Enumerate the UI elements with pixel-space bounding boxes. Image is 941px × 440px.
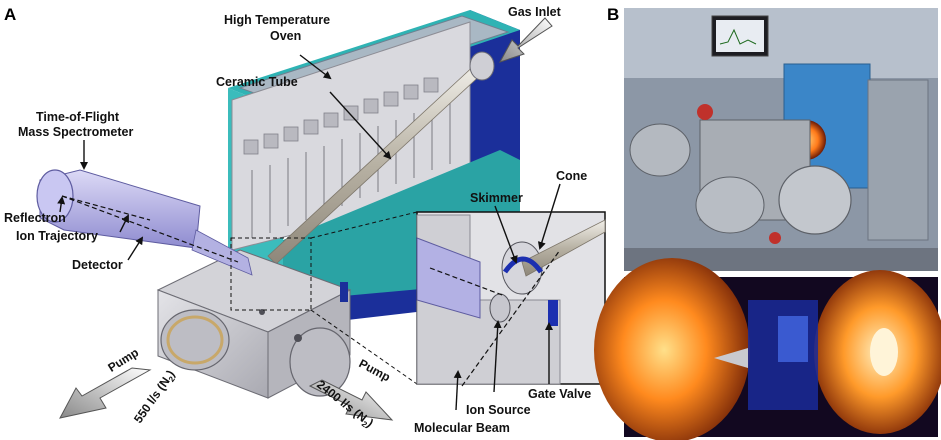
inset-ion-line — [429, 267, 506, 297]
vacuum-chamber — [156, 249, 352, 399]
photo-lab-wall — [624, 8, 938, 78]
inset-detail — [416, 211, 606, 387]
label-pump-right-word: Pump — [357, 356, 393, 384]
heater-blocks — [243, 77, 439, 155]
photo-red-valve — [769, 232, 781, 244]
ion-trajectory-line — [61, 195, 239, 263]
label-ion-trajectory: Ion Trajectory — [16, 229, 98, 243]
photo-center-box — [778, 316, 808, 362]
label-leader-arrows — [57, 54, 561, 411]
label-tof-line2: Mass Spectrometer — [18, 125, 133, 139]
chamber-blue-flange — [340, 282, 348, 302]
photo-glow-left — [594, 258, 750, 440]
label-pump-right-close: ) — [364, 417, 376, 430]
tof-end-cap — [36, 169, 74, 223]
chamber-bolt-hole — [294, 334, 302, 342]
label-ceramic-tube: Ceramic Tube — [216, 75, 298, 89]
label-pump-left-sub: 2 — [167, 374, 177, 383]
photo-pump-cylinder — [695, 176, 765, 234]
gas-inlet-arrow — [498, 17, 553, 63]
label-molecular-beam: Molecular Beam — [414, 421, 510, 435]
photo-right-aperture — [870, 328, 898, 376]
label-cone: Cone — [556, 169, 587, 183]
label-pump-left-close: ) — [164, 368, 178, 379]
chamber-port-left-ring — [166, 315, 224, 365]
inset-ion-source — [489, 293, 511, 323]
label-skimmer: Skimmer — [470, 191, 523, 205]
photo-floor — [624, 248, 938, 271]
label-gas-inlet: Gas Inlet — [508, 5, 562, 19]
photo-monitor-trace — [719, 28, 757, 45]
zoom-leader-bottom — [310, 309, 418, 385]
photo-large-flange — [778, 165, 852, 235]
panel-label-a: A — [4, 5, 16, 24]
ion-trajectory-line — [61, 195, 151, 221]
photo-cone-tip — [714, 348, 748, 368]
label-pump-right-sub: 2 — [360, 419, 369, 429]
zoom-region-box — [230, 237, 312, 311]
label-oven-line2: Oven — [270, 29, 301, 43]
inset-gate-valve — [548, 300, 558, 326]
inset-beam-line — [461, 249, 561, 387]
gas-inlet-flange — [469, 51, 495, 81]
label-detector: Detector — [72, 258, 123, 272]
pump-arrow-right — [308, 379, 394, 421]
label-gate-valve: Gate Valve — [528, 387, 591, 401]
heater-elements — [251, 100, 451, 238]
pump-arrow-left — [59, 367, 152, 419]
pump-right-label: Pump — [357, 356, 393, 384]
photo-red-valve — [697, 104, 713, 120]
photo-rack-frame — [867, 79, 929, 241]
inset-skimmer-ring — [502, 256, 544, 274]
label-pump-left-rate-text: 550 l/s (N — [131, 375, 173, 426]
tof-spectrometer — [36, 169, 253, 276]
label-ion-source: Ion Source — [466, 403, 531, 417]
photo-oven-interior — [594, 258, 941, 440]
panel-b-photos: B — [594, 5, 941, 440]
inset-tube — [521, 219, 606, 277]
tof-flight-arm — [191, 229, 253, 276]
label-tof-line1: Time-of-Flight — [36, 110, 120, 124]
photo-lab-setup — [624, 8, 938, 271]
photo-pump-cylinder — [629, 123, 691, 177]
label-reflectron: Reflectron — [4, 211, 66, 225]
photo-monitor-screen — [716, 20, 764, 52]
panel-label-b: B — [607, 5, 619, 24]
inset-tof-tube — [416, 237, 481, 319]
label-oven-line1: High Temperature — [224, 13, 330, 27]
chamber-port-right — [289, 327, 351, 397]
panel-a-schematic: A High Temperature Oven Gas Inlet Cerami… — [4, 5, 606, 435]
chamber-port-left — [160, 309, 230, 371]
